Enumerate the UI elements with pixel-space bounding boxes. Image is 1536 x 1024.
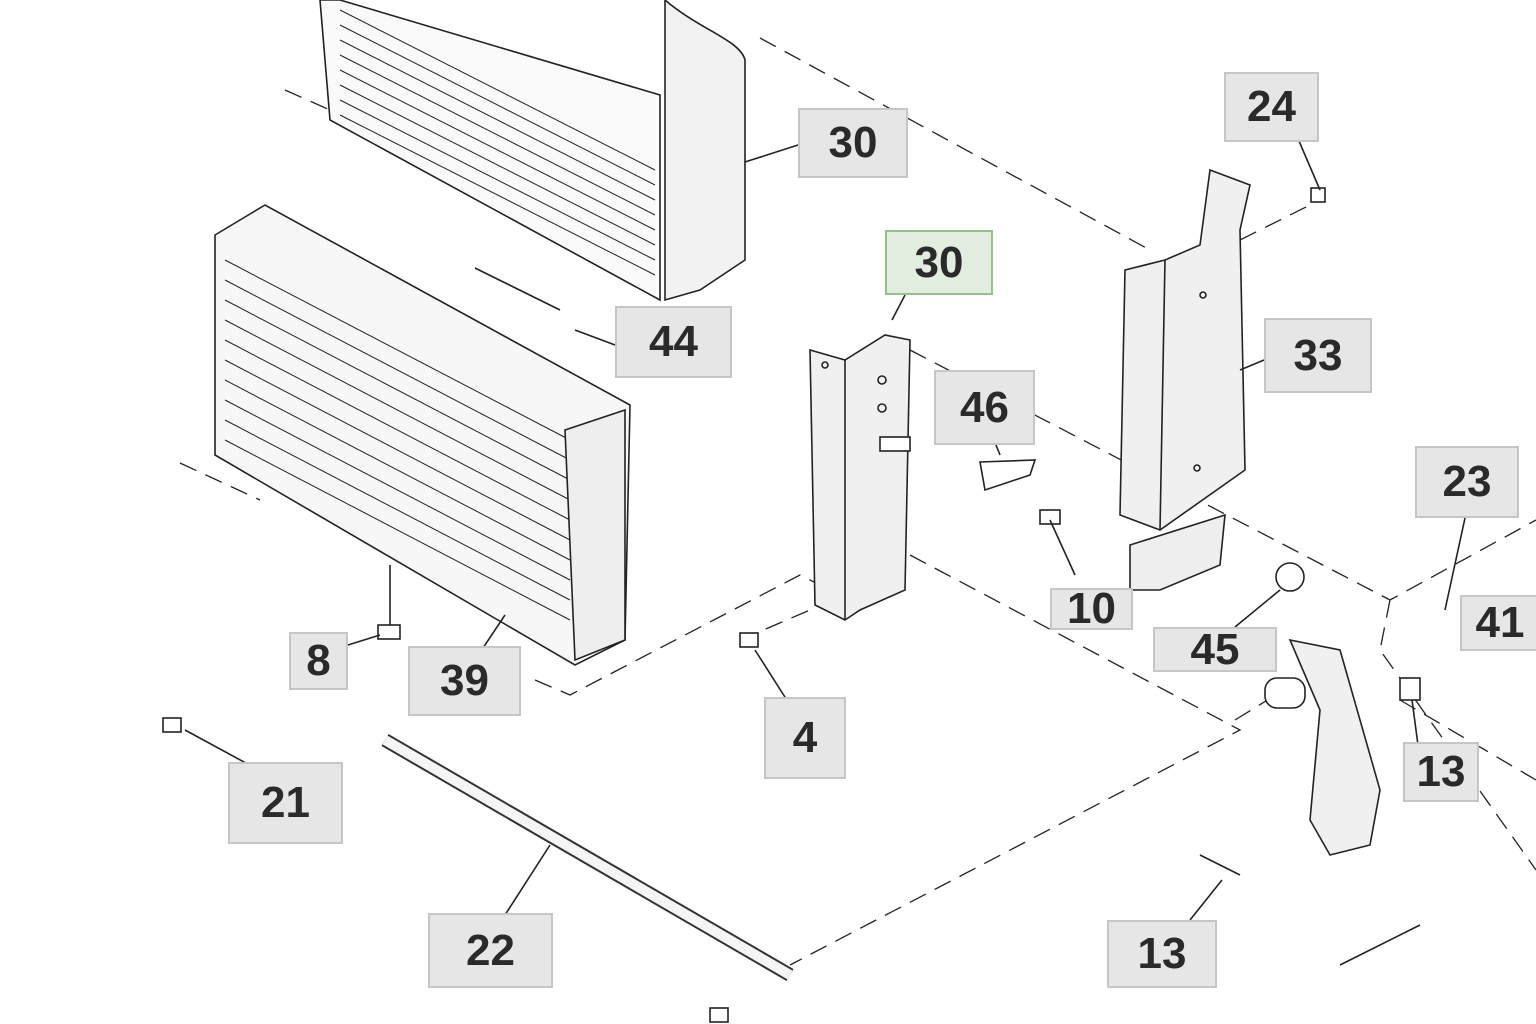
callout-23[interactable]: 23 xyxy=(1415,446,1519,518)
radiator-39 xyxy=(214,204,631,666)
fasteners xyxy=(162,187,1421,1023)
bracket-33 xyxy=(1119,168,1251,591)
bracket-30 xyxy=(809,334,911,621)
callout-10[interactable]: 10 xyxy=(1050,584,1133,633)
callout-39[interactable]: 39 xyxy=(408,646,521,716)
callout-13-bottom[interactable]: 13 xyxy=(1107,920,1217,988)
callout-8[interactable]: 8 xyxy=(289,632,348,690)
callout-33[interactable]: 33 xyxy=(1264,318,1372,393)
upper-radiator xyxy=(319,0,746,302)
callout-22[interactable]: 22 xyxy=(428,913,553,988)
callout-21[interactable]: 21 xyxy=(228,762,343,844)
bracket-right xyxy=(1264,638,1381,856)
callout-41[interactable]: 41 xyxy=(1460,595,1536,651)
callout-46[interactable]: 46 xyxy=(934,370,1035,445)
callout-30-upper[interactable]: 30 xyxy=(798,108,908,178)
callout-24[interactable]: 24 xyxy=(1224,72,1319,142)
callout-13-right[interactable]: 13 xyxy=(1403,742,1479,802)
callout-45[interactable]: 45 xyxy=(1153,625,1277,674)
callout-30-selected[interactable]: 30 xyxy=(885,230,993,295)
assembly-dashed-lines xyxy=(179,37,1536,966)
callout-4[interactable]: 4 xyxy=(764,697,846,779)
callout-44[interactable]: 44 xyxy=(615,306,732,378)
